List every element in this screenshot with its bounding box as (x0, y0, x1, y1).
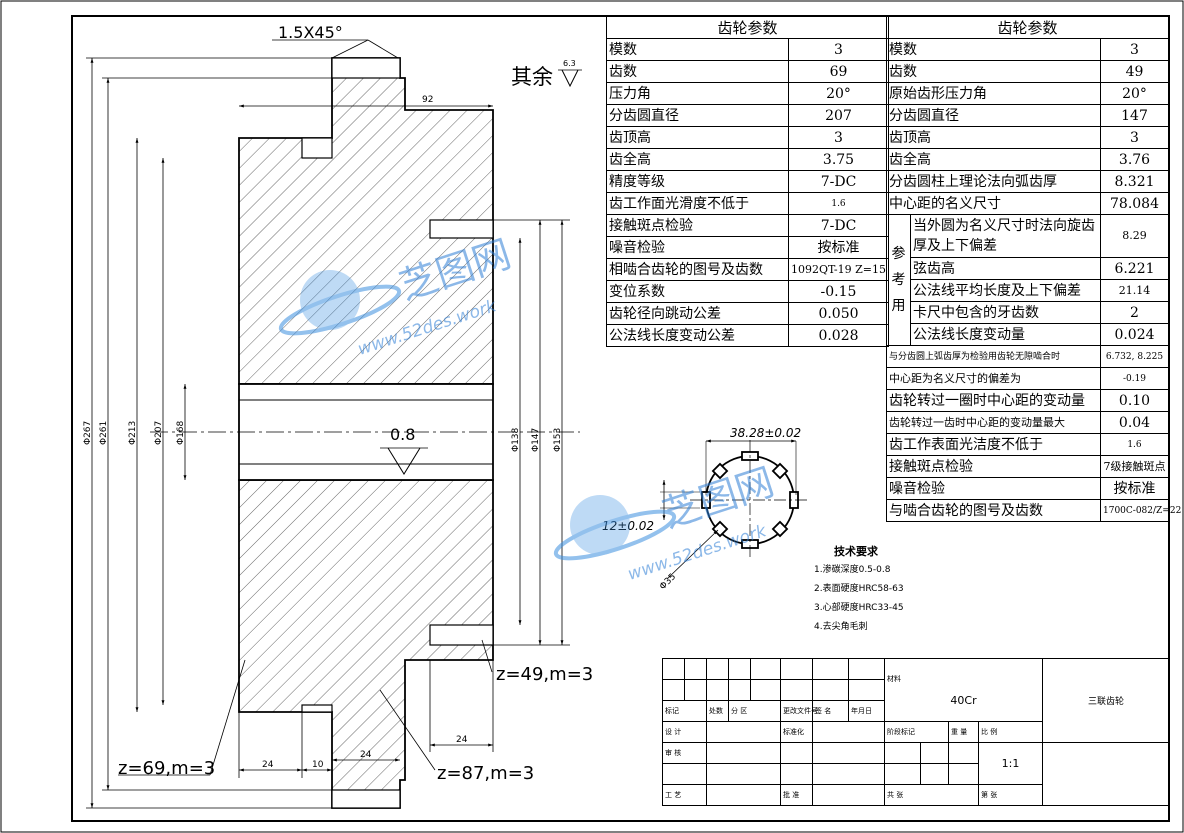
part-name: 三联齿轮 (1042, 658, 1171, 743)
technical-requirements: 技术要求 1.渗碳深度0.5-0.8 2.表面硬度HRC58-63 3.心部硬度… (814, 542, 904, 637)
svg-text:Φ168: Φ168 (176, 420, 186, 445)
scale: 1:1 (977, 742, 1044, 785)
table1-title: 齿轮参数 (605, 16, 890, 39)
lower-section (238, 479, 494, 809)
tech-item: 2.表面硬度HRC58-63 (814, 584, 904, 594)
diameter-dims-right (493, 219, 570, 646)
ref-label: 参考用 (886, 214, 911, 346)
title-block: 材料 40Cr 三联齿轮 标记 处数 分 区 更改文件号 签 名 年月日 设 计… (662, 658, 1171, 806)
svg-text:Φ153: Φ153 (553, 428, 563, 452)
width-dims (118, 39, 494, 778)
gear-label-z69: z=69,m=3 (118, 758, 215, 779)
svg-text:24: 24 (360, 750, 372, 760)
dim-texts: Φ267 Φ261 Φ213 Φ207 Φ168 Φ138 Φ147 Φ153 … (83, 95, 563, 770)
svg-text:24: 24 (456, 735, 468, 745)
chamfer-label: 1.5X45° (278, 23, 343, 42)
spline-view (660, 439, 810, 579)
gear-section (150, 57, 580, 809)
bore-roughness: 0.8 (390, 425, 415, 444)
rest-roughness-label: 其余 (511, 65, 553, 89)
gear-label-z49: z=49,m=3 (496, 664, 593, 685)
tech-item: 4.去尖角毛刺 (814, 622, 868, 632)
svg-text:Φ213: Φ213 (128, 421, 138, 445)
svg-text:Φ261: Φ261 (99, 421, 109, 445)
spline-width-dim: 38.28±0.02 (730, 426, 801, 440)
svg-text:Φ207: Φ207 (154, 421, 164, 445)
material-label: 材料 (887, 674, 901, 683)
watermark-2: 芝图网 www.52des.work (553, 459, 779, 585)
tech-item: 3.心部硬度HRC33-45 (814, 603, 904, 613)
tech-item: 1.渗碳深度0.5-0.8 (814, 565, 891, 575)
gear-label-z87: z=87,m=3 (437, 763, 534, 784)
material: 40Cr (950, 693, 977, 707)
rest-roughness-value: 6.3 (563, 59, 576, 68)
svg-text:Φ147: Φ147 (531, 428, 541, 452)
svg-text:92: 92 (422, 95, 433, 105)
svg-text:10: 10 (312, 760, 324, 770)
svg-text:24: 24 (262, 760, 274, 770)
tech-title: 技术要求 (834, 545, 878, 558)
svg-text:Φ138: Φ138 (511, 427, 521, 452)
diameter-dims-left (86, 57, 332, 809)
spline-key-dim: 12±0.02 (602, 519, 654, 533)
table2-title: 齿轮参数 (886, 16, 1169, 39)
svg-text:Φ267: Φ267 (83, 421, 93, 445)
